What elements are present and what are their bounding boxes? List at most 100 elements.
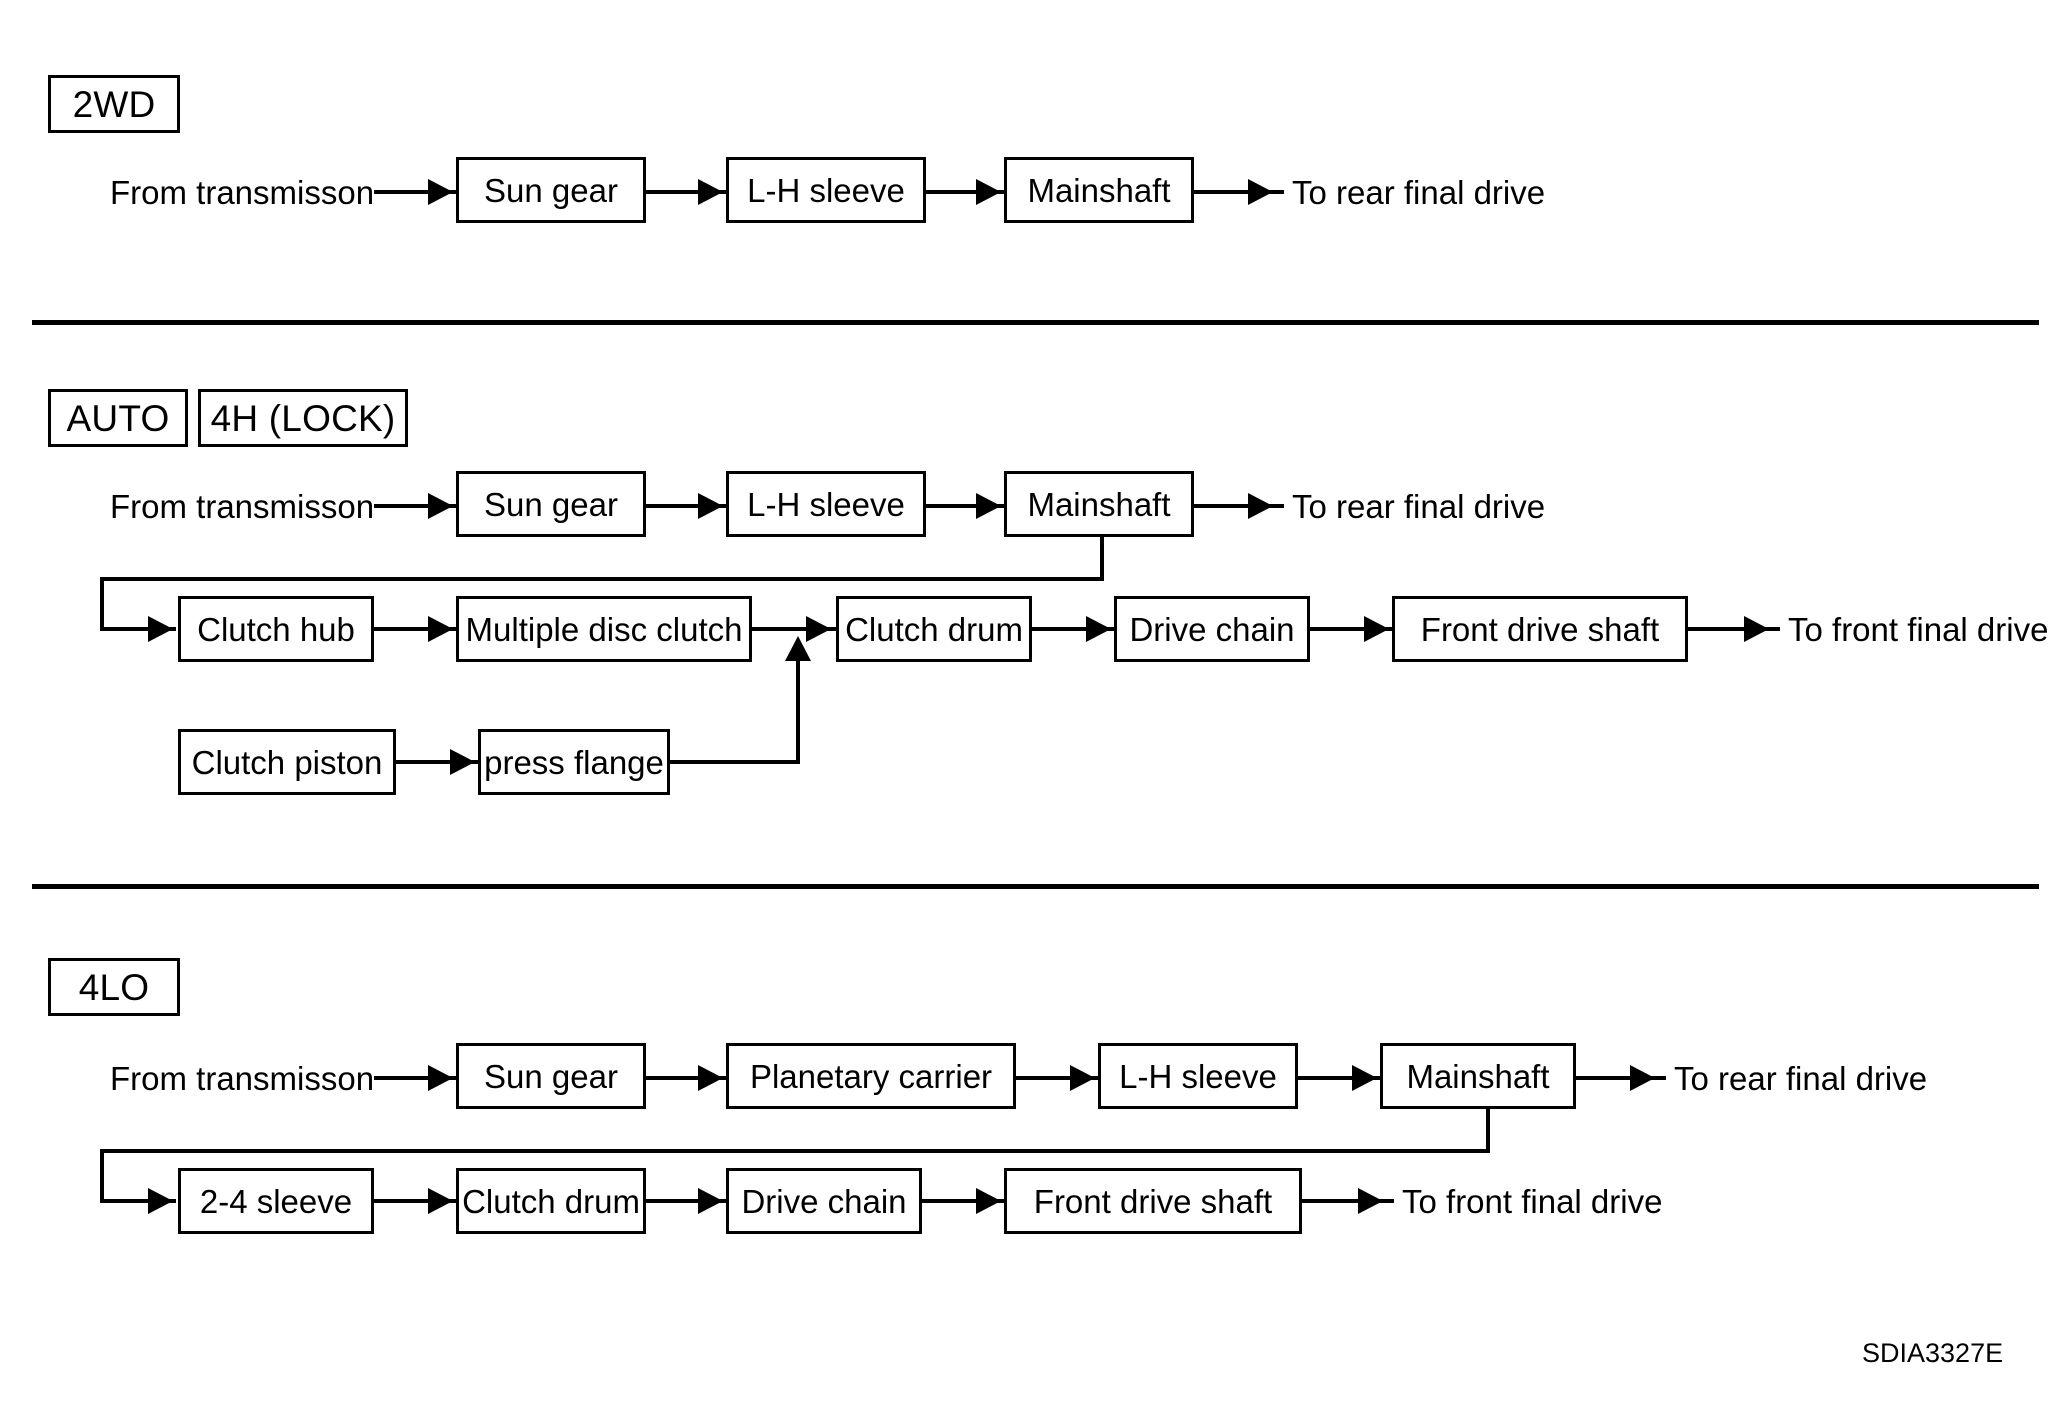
- node-label: Mainshaft: [1406, 1057, 1550, 1095]
- node-label: Mainshaft: [1027, 171, 1171, 209]
- arrowhead-right-icon: [428, 179, 453, 205]
- arrowhead-right-icon: [976, 179, 1001, 205]
- connector-auto-6: [752, 627, 838, 631]
- arrowhead-right-icon: [428, 616, 453, 642]
- connector-auto-10: [396, 760, 482, 764]
- connector-auto-4: [1194, 504, 1284, 508]
- section-divider-1: [32, 320, 2039, 325]
- node-label: Clutch drum: [845, 610, 1023, 648]
- node-label: L-H sleeve: [1119, 1057, 1277, 1095]
- node-clutch-drum-auto: Clutch drum: [836, 596, 1032, 662]
- arrowhead-right-icon: [428, 1065, 453, 1091]
- node-mainshaft-auto: Mainshaft: [1004, 471, 1194, 537]
- connector-4lo-3: [1016, 1076, 1100, 1080]
- arrowhead-right-icon: [428, 493, 453, 519]
- connector-4lo-8: [922, 1199, 1006, 1203]
- node-label: Drive chain: [1129, 610, 1295, 648]
- connector-auto-1: [374, 504, 460, 508]
- node-label: Mainshaft: [1027, 485, 1171, 523]
- mode-tag-auto-label: AUTO: [66, 397, 170, 439]
- node-clutch-hub: Clutch hub: [178, 596, 374, 662]
- mode-tag-2wd-label: 2WD: [72, 83, 156, 125]
- label-from-transmission-auto: From transmisson: [110, 487, 375, 525]
- node-lh-sleeve-auto: L-H sleeve: [726, 471, 926, 537]
- mode-tag-2wd: 2WD: [48, 75, 180, 133]
- connector-2wd-3: [926, 190, 1006, 194]
- node-label: Multiple disc clutch: [465, 610, 743, 648]
- label-to-front-final-drive-auto: To front final drive: [1788, 610, 2049, 648]
- node-label: Sun gear: [484, 1057, 618, 1095]
- node-sun-gear-4lo: Sun gear: [456, 1043, 646, 1109]
- node-label: L-H sleeve: [747, 171, 905, 209]
- node-planetary-carrier: Planetary carrier: [726, 1043, 1016, 1109]
- mode-tag-4lo-label: 4LO: [78, 966, 150, 1008]
- arrowhead-right-icon: [1352, 1065, 1377, 1091]
- branch-auto-down-1: [1100, 537, 1104, 581]
- arrowhead-right-icon: [698, 1188, 723, 1214]
- arrowhead-right-icon: [428, 1188, 453, 1214]
- node-clutch-drum-4lo: Clutch drum: [456, 1168, 646, 1234]
- node-label: Front drive shaft: [1420, 610, 1660, 648]
- node-press-flange: press flange: [478, 729, 670, 795]
- branch-4lo-into-sleeve: [100, 1199, 176, 1203]
- node-label: 2-4 sleeve: [199, 1182, 353, 1220]
- connector-4lo-1: [374, 1076, 460, 1080]
- branch-flange-up: [796, 652, 800, 762]
- connector-4lo-2: [646, 1076, 728, 1080]
- branch-auto-down-2: [100, 577, 104, 629]
- arrowhead-right-icon: [1070, 1065, 1095, 1091]
- arrowhead-right-icon: [1744, 616, 1769, 642]
- connector-2wd-4: [1194, 190, 1284, 194]
- arrowhead-right-icon: [1248, 493, 1273, 519]
- arrowhead-right-icon: [148, 616, 173, 642]
- connector-4lo-9: [1302, 1199, 1394, 1203]
- connector-auto-7: [1032, 627, 1116, 631]
- arrowhead-right-icon: [1358, 1188, 1383, 1214]
- label-to-rear-final-drive-2wd: To rear final drive: [1292, 173, 1546, 211]
- arrowhead-right-icon: [698, 493, 723, 519]
- connector-2wd-2: [646, 190, 728, 194]
- branch-4lo-down-2: [100, 1149, 104, 1201]
- node-label: Front drive shaft: [1033, 1182, 1273, 1220]
- label-to-rear-final-drive-4lo: To rear final drive: [1674, 1059, 1928, 1097]
- figure-reference-code: SDIA3327E: [1862, 1338, 2004, 1368]
- label-to-rear-final-drive-auto: To rear final drive: [1292, 487, 1546, 525]
- connector-4lo-4: [1298, 1076, 1382, 1080]
- node-label: Sun gear: [484, 485, 618, 523]
- node-drive-chain-4lo: Drive chain: [726, 1168, 922, 1234]
- arrowhead-right-icon: [976, 1188, 1001, 1214]
- arrowhead-right-icon: [1086, 616, 1111, 642]
- arrowhead-right-icon: [976, 493, 1001, 519]
- connector-4lo-7: [646, 1199, 728, 1203]
- node-label: Sun gear: [484, 171, 618, 209]
- arrowhead-right-icon: [698, 179, 723, 205]
- mode-tag-4h-lock-label: 4H (LOCK): [210, 397, 396, 439]
- node-drive-chain-auto: Drive chain: [1114, 596, 1310, 662]
- connector-4lo-6: [374, 1199, 458, 1203]
- arrowhead-up-icon: [785, 636, 811, 661]
- arrowhead-right-icon: [698, 1065, 723, 1091]
- node-label: Clutch hub: [197, 610, 355, 648]
- label-from-transmission-4lo: From transmisson: [110, 1059, 375, 1097]
- mode-tag-4h-lock: 4H (LOCK): [198, 389, 408, 447]
- node-label: Drive chain: [741, 1182, 907, 1220]
- node-sun-gear-auto: Sun gear: [456, 471, 646, 537]
- node-front-drive-shaft-4lo: Front drive shaft: [1004, 1168, 1302, 1234]
- label-to-front-final-drive-4lo: To front final drive: [1402, 1182, 1663, 1220]
- branch-auto-left: [100, 577, 1104, 581]
- connector-2wd-1: [374, 190, 460, 194]
- connector-auto-9: [1688, 627, 1780, 631]
- branch-4lo-left: [100, 1149, 1490, 1153]
- arrowhead-right-icon: [1364, 616, 1389, 642]
- node-label: press flange: [484, 743, 664, 781]
- node-label: Planetary carrier: [749, 1057, 993, 1095]
- node-clutch-piston: Clutch piston: [178, 729, 396, 795]
- mode-tag-4lo: 4LO: [48, 958, 180, 1016]
- section-divider-2: [32, 884, 2039, 889]
- node-lh-sleeve-2wd: L-H sleeve: [726, 157, 926, 223]
- connector-auto-3: [926, 504, 1006, 508]
- node-multiple-disc-clutch: Multiple disc clutch: [456, 596, 752, 662]
- arrowhead-right-icon: [1630, 1065, 1655, 1091]
- arrowhead-right-icon: [450, 749, 475, 775]
